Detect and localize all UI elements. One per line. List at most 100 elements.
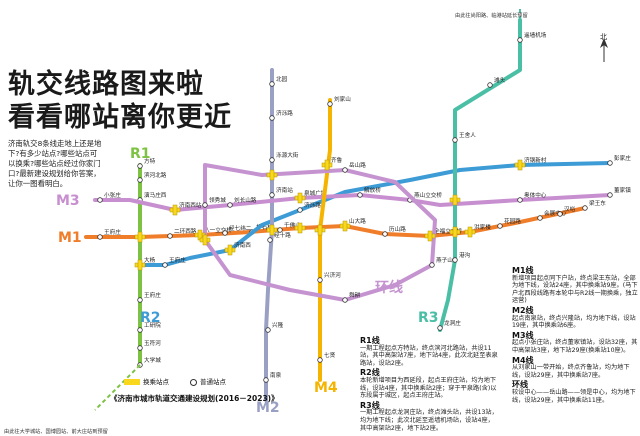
station-marker <box>162 262 168 268</box>
line-label-m4: M4 <box>314 380 338 396</box>
station-marker <box>167 233 173 239</box>
transfer-marker <box>317 224 323 236</box>
station-label: 岳山路 <box>349 161 366 169</box>
station-marker <box>327 101 333 107</box>
station-marker <box>222 230 228 236</box>
station-marker <box>277 227 283 233</box>
transfer-marker <box>452 194 458 206</box>
station-label: 奥体中心 <box>524 191 547 199</box>
station-marker <box>97 197 103 203</box>
station-label: 王府庄 <box>169 256 186 264</box>
transfer-marker <box>517 159 523 171</box>
transfer-marker <box>137 231 143 243</box>
headline-line-2: 看看哪站离你更近 <box>8 102 232 133</box>
station-label: 济南西 <box>234 241 251 249</box>
station-label: 玉符河 <box>144 339 161 347</box>
legend-transfer: 换乘站点 <box>124 376 169 386</box>
station-label: 全福立交桥 <box>434 227 462 235</box>
station-marker <box>452 257 458 263</box>
plan-left-head: R2线 <box>360 368 380 378</box>
transfer-swatch-icon <box>124 379 140 385</box>
station-label: 演马庄西 <box>144 191 167 199</box>
transfer-marker <box>227 244 233 256</box>
station-marker <box>452 137 458 143</box>
top-note: 由此往尚阳路、临港站延长预留 <box>455 13 528 19</box>
station-label: 兴隆 <box>272 321 284 329</box>
station-marker <box>297 207 303 213</box>
station-marker <box>317 277 323 283</box>
station-label: 兴济河 <box>324 271 341 279</box>
station-label: 杆石桥 <box>256 223 273 231</box>
station-marker <box>582 205 588 211</box>
station-label: 七贤 <box>324 351 336 359</box>
bottom-note: 由此往大学城站、国博园站、前大庄站到预留 <box>4 429 108 435</box>
transfer-marker <box>427 230 433 242</box>
station-marker <box>137 345 143 351</box>
station-marker <box>269 192 275 198</box>
transfer-marker <box>297 192 303 204</box>
station-label: 刘长山路 <box>234 196 257 204</box>
plan-right-text: 较设中心——岳山路——领是中心，均为地下线，设站29座，其中换乘站11座。 <box>512 388 636 404</box>
legend-transfer-label: 换乘站点 <box>143 378 169 386</box>
plan-left-text: 本轮新增项目为西延段，起点王府庄站，均为地下线，设站4座，其中换乘站2座；穿于平… <box>360 376 497 400</box>
north-arrow-icon <box>600 38 608 62</box>
plan-right-text: 从刘家山一带开始，终点齐鲁站，均为地下线，设站29座，其中换乘站7座。 <box>512 364 630 379</box>
r1-extension-dash <box>94 364 141 411</box>
station-label: 港沟 <box>459 251 471 259</box>
station-label: 泺源大街 <box>276 151 299 159</box>
station-label: 彭家庄 <box>614 154 631 162</box>
transfer-marker <box>342 220 348 232</box>
station-label: 齐鲁 <box>331 156 343 164</box>
plan-left-text: 一期工程起点龙洞庄站，终点滩头站，共设13站，均为地下线；此次北延至遥墙机场站，… <box>360 409 498 432</box>
plan-right-text: 起点小张庄站，终点董家镇站，设站32座，其中高架站3座，地下站29座(换乘站10… <box>512 339 638 354</box>
station-marker <box>267 237 273 243</box>
line-label-r2: R2 <box>140 310 161 326</box>
station-label: 北园 <box>276 75 288 83</box>
station-label: 燕子山 <box>436 256 453 264</box>
line-r3-path <box>438 18 522 332</box>
station-marker <box>317 357 323 363</box>
line-m3-path <box>93 193 612 212</box>
station-marker <box>557 211 563 217</box>
station-marker <box>357 192 363 198</box>
transfer-marker <box>324 159 330 171</box>
station-label: 燕山立交桥 <box>414 191 442 199</box>
normal-station-icon <box>190 378 197 386</box>
station-label: 遥墙机场 <box>524 31 547 39</box>
station-label: 王府庄 <box>144 291 161 299</box>
line-label-m2: M2 <box>256 400 280 416</box>
transfer-marker <box>297 222 303 234</box>
station-marker <box>537 215 543 221</box>
station-label: 王舍人 <box>459 131 476 139</box>
station-label: 八一立交桥 <box>204 226 232 234</box>
station-label: 舜耕 <box>349 291 361 299</box>
station-label: 小张庄 <box>104 191 121 199</box>
line-label-m1: M1 <box>58 230 82 246</box>
station-label: 汉峪 <box>564 205 576 213</box>
station-label: 济钢新村 <box>524 156 547 164</box>
station-label: 千佛山 <box>284 221 301 229</box>
transfer-marker <box>452 226 458 238</box>
station-marker <box>429 262 435 268</box>
plan-right-text: 起点南泉站，终点兴隆站，均为地下线，设站19座，其中换乘站6座。 <box>512 314 636 330</box>
plan-left-text: 一期工程起点方特站，终点滨河北路站，共设11站，其中高架站7座，地下站4座，此次… <box>360 344 498 367</box>
station-marker <box>202 202 208 208</box>
station-marker <box>269 157 275 163</box>
station-label: 济泺路 <box>304 201 321 209</box>
line-label-ring: 环线 <box>375 279 403 296</box>
station-label: 方特 <box>144 157 156 165</box>
station-marker <box>97 234 103 240</box>
station-marker <box>517 37 523 43</box>
transfer-marker <box>137 259 143 271</box>
station-label: 济南站 <box>276 186 293 194</box>
north-label: 北 <box>600 33 607 41</box>
station-marker <box>342 297 348 303</box>
station-label: 花园路 <box>504 217 521 225</box>
station-label: 滩头 <box>494 76 506 84</box>
station-label: 经十路 <box>274 231 291 239</box>
line-ring-path <box>203 163 437 302</box>
transfer-stations <box>134 159 526 271</box>
plan-left-head: R1线 <box>360 336 380 345</box>
